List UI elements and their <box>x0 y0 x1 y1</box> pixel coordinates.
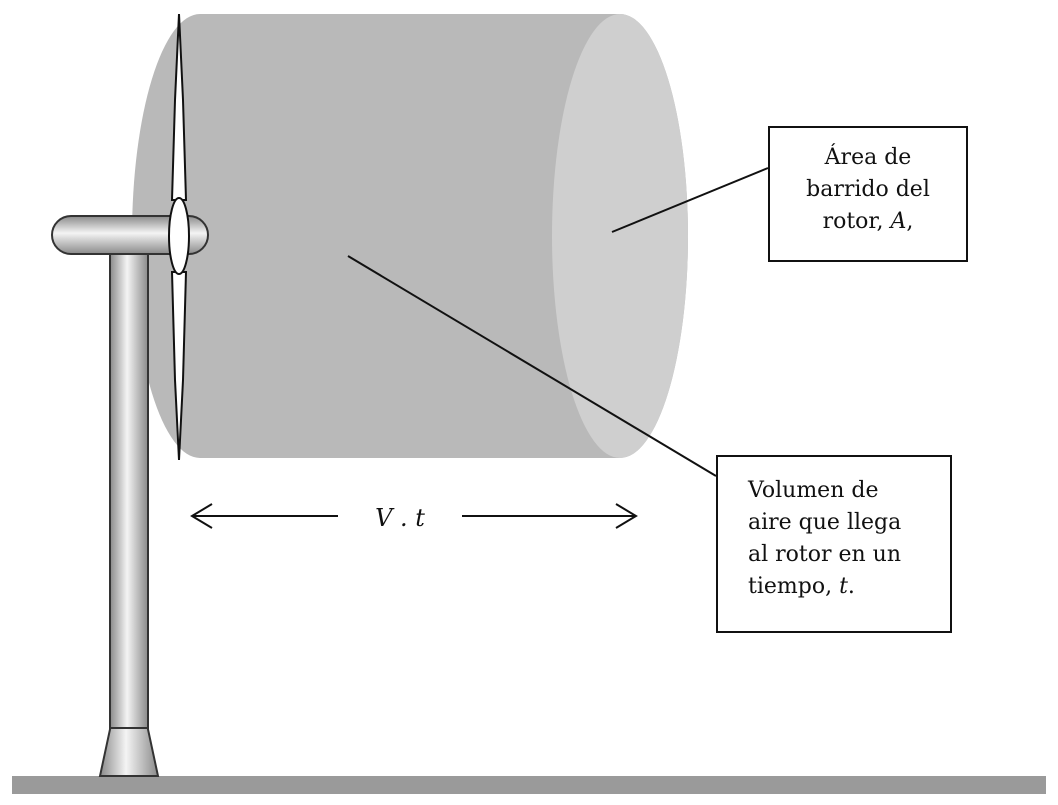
leader-line-area <box>611 167 769 233</box>
area-symbol: A <box>890 208 907 234</box>
air-volume-label-box: Volumen de aire que llega al rotor en un… <box>716 455 952 633</box>
cylinder-body <box>132 14 688 458</box>
air-cylinder <box>132 14 688 458</box>
tower-pole <box>109 249 149 729</box>
time-symbol: t <box>839 573 848 599</box>
swept-area-line-3: rotor, A, <box>770 206 966 238</box>
cylinder-end-face <box>552 14 688 458</box>
rotor-blades <box>168 13 190 461</box>
rotor-blade-lower <box>170 271 188 461</box>
swept-area-label-box: Área de barrido del rotor, A, <box>768 126 968 262</box>
swept-area-line-3-tail: , <box>906 208 914 234</box>
leader-line-volume <box>347 255 717 477</box>
air-volume-line-4-text: tiempo, <box>748 573 840 599</box>
ground-bar <box>12 776 1046 794</box>
air-volume-line-4-tail: . <box>847 573 855 599</box>
formula-label-vt: V . t <box>375 504 425 532</box>
air-volume-line-1: Volumen de <box>748 478 879 503</box>
rotor-hub <box>168 197 190 275</box>
swept-area-line-2: barrido del <box>806 176 930 202</box>
air-volume-line-3: al rotor en un <box>748 541 902 567</box>
length-dimension-arrow <box>190 503 638 529</box>
swept-area-line-1: Área de <box>824 145 912 170</box>
swept-area-line-3-text: rotor, <box>822 208 891 234</box>
air-volume-line-2: aire que llega <box>748 509 902 535</box>
air-volume-line-4: tiempo, t. <box>748 571 950 603</box>
